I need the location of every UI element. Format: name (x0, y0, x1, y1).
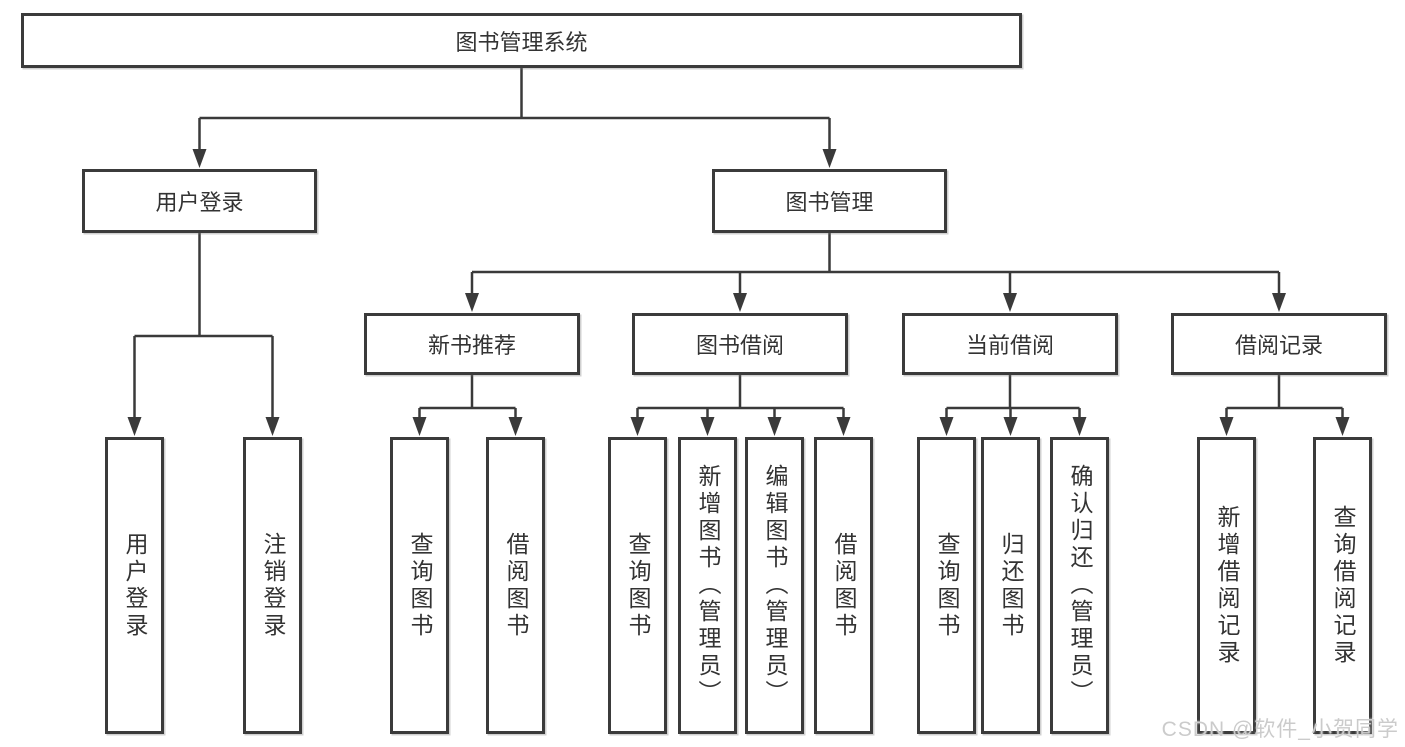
leaf-logout: 注销登录 (243, 437, 302, 734)
node-user-login: 用户登录 (82, 169, 317, 233)
node-new-book-recommend-label: 新书推荐 (427, 333, 516, 358)
leaf-newbook-query-books-label: 查询图书 (407, 531, 433, 640)
node-current-borrowing-label: 当前借阅 (965, 333, 1054, 358)
node-library-system: 图书管理系统 (21, 13, 1022, 68)
leaf-add-borrow-record: 新增借阅记录 (1197, 437, 1256, 734)
node-book-borrowing: 图书借阅 (632, 313, 848, 375)
leaf-edit-books-admin: 编辑图书（管理员） (745, 437, 804, 734)
node-borrowing-records: 借阅记录 (1171, 313, 1387, 375)
node-borrowing-records-label: 借阅记录 (1234, 333, 1323, 358)
leaf-borrowing-query-books-label: 查询图书 (625, 531, 651, 640)
csdn-watermark: CSDN @软件_小贺同学 (1161, 718, 1399, 741)
node-book-borrowing-label: 图书借阅 (695, 333, 784, 358)
leaf-newbook-borrow-books: 借阅图书 (486, 437, 545, 734)
leaf-current-query-books-label: 查询图书 (934, 531, 960, 640)
node-book-management-label: 图书管理 (785, 190, 874, 215)
leaf-query-borrow-record: 查询借阅记录 (1313, 437, 1372, 734)
leaf-newbook-borrow-books-label: 借阅图书 (503, 531, 529, 640)
leaf-return-books-label: 归还图书 (998, 531, 1024, 640)
leaf-user-login-label: 用户登录 (122, 531, 148, 640)
leaf-confirm-return-admin-label: 确认归还（管理员） (1067, 464, 1093, 707)
leaf-add-books-admin-label: 新增图书（管理员） (695, 464, 721, 707)
leaf-borrow-books: 借阅图书 (814, 437, 873, 734)
leaf-newbook-query-books: 查询图书 (390, 437, 449, 734)
node-new-book-recommend: 新书推荐 (364, 313, 580, 375)
leaf-user-login: 用户登录 (105, 437, 164, 734)
leaf-logout-label: 注销登录 (260, 531, 286, 640)
connector-path (133, 68, 1344, 421)
node-book-management: 图书管理 (712, 169, 947, 233)
leaf-borrowing-query-books: 查询图书 (608, 437, 667, 734)
node-user-login-label: 用户登录 (155, 190, 244, 215)
node-current-borrowing: 当前借阅 (902, 313, 1118, 375)
leaf-borrow-books-label: 借阅图书 (831, 531, 857, 640)
node-library-system-label: 图书管理系统 (455, 29, 588, 55)
leaf-add-books-admin: 新增图书（管理员） (678, 437, 737, 734)
leaf-confirm-return-admin: 确认归还（管理员） (1050, 437, 1109, 734)
leaf-return-books: 归还图书 (981, 437, 1040, 734)
leaf-edit-books-admin-label: 编辑图书（管理员） (762, 464, 788, 707)
leaf-query-borrow-record-label: 查询借阅记录 (1330, 504, 1356, 667)
leaf-current-query-books: 查询图书 (917, 437, 976, 734)
leaf-add-borrow-record-label: 新增借阅记录 (1214, 504, 1240, 667)
